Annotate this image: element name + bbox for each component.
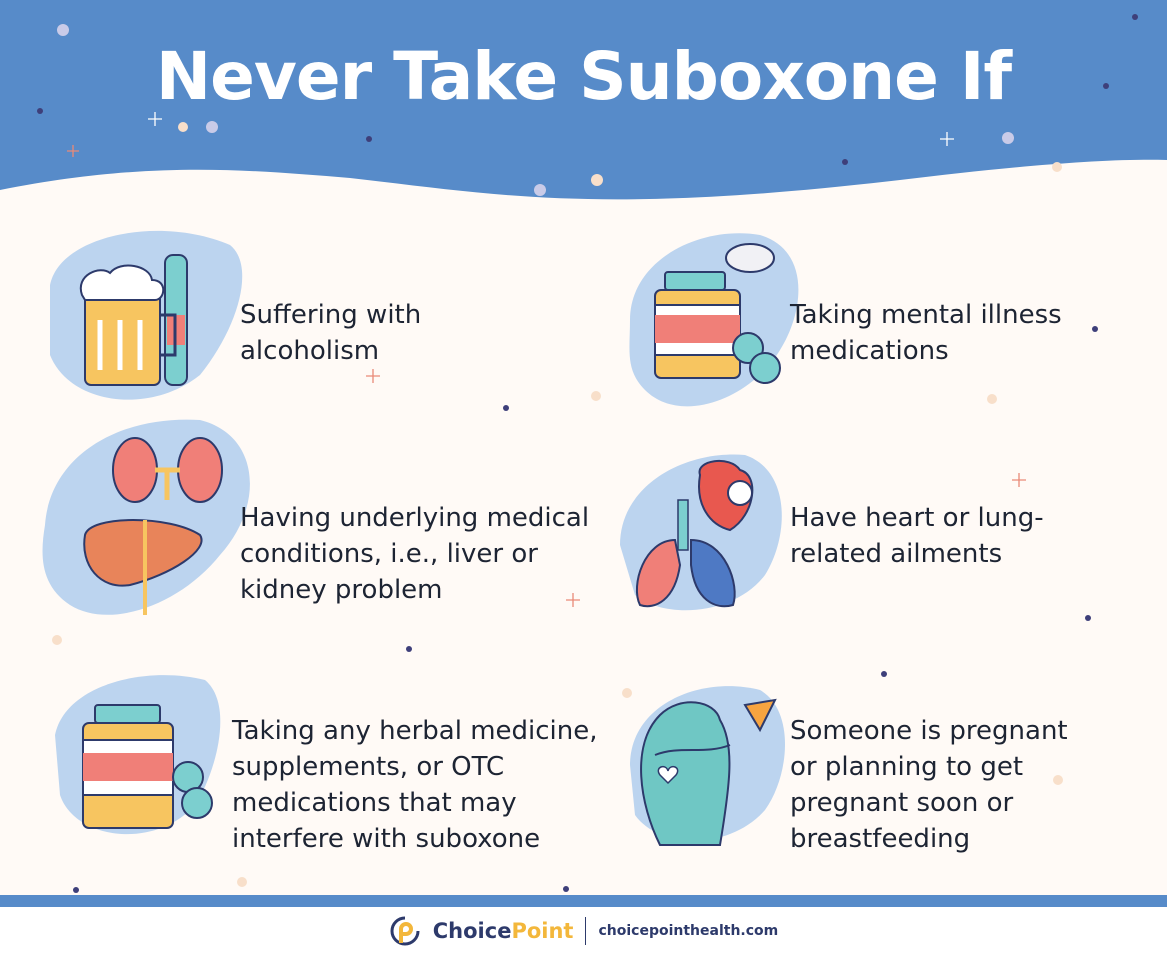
brand-name-second: Point: [511, 919, 574, 943]
choicepoint-logo-icon: [390, 916, 420, 946]
item-text-medical-conditions: Having underlying medical conditions, i.…: [240, 503, 590, 605]
brain-pill-bottle-icon: [629, 233, 799, 407]
footer-stripe: [0, 895, 1167, 907]
brand-name-first: Choice: [432, 919, 512, 943]
footer-divider: [585, 917, 587, 945]
page-title: Never Take Suboxone If: [155, 38, 1012, 115]
footer: ChoicePoint choicepointhealth.com: [0, 907, 1167, 955]
item-text-alcoholism: Suffering with alcoholism: [240, 300, 422, 366]
item-text-herbal-medicine: Taking any herbal medicine, supplements,…: [232, 716, 598, 854]
brand-name: ChoicePoint: [433, 919, 574, 943]
item-text-mental-illness: Taking mental illness medications: [790, 300, 1062, 366]
item-text-heart-lung: Have heart or lung- related ailments: [790, 503, 1044, 569]
item-text-pregnant: Someone is pregnant or planning to get p…: [790, 716, 1068, 854]
beer-bottle-icon: [50, 230, 243, 400]
kidney-liver-icon: [42, 419, 250, 615]
heart-lung-icon: [620, 454, 782, 611]
pill-bottle-icon: [55, 675, 221, 835]
pregnant-woman-icon: [630, 686, 785, 846]
website-link[interactable]: choicepointhealth.com: [598, 923, 779, 939]
